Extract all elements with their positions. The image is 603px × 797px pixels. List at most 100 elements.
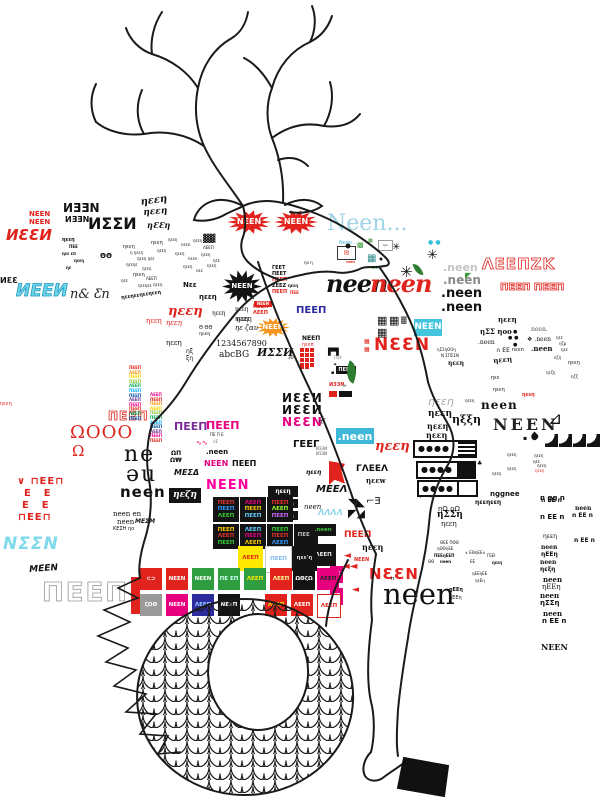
square-text: ηεε'η: [296, 555, 313, 562]
square-text: ΛΕΕΠ: [293, 601, 311, 608]
neen-logo: ΠΕΕΠ: [296, 305, 327, 316]
logo-square: ΛΕΕΠ: [244, 568, 266, 590]
neen-logo: Nεε: [183, 281, 197, 289]
neen-logo: n ΕΕ n: [542, 617, 567, 625]
neen-logo: ηεεη: [123, 244, 135, 250]
neen-logo: ●: [513, 342, 518, 348]
square-text: .neen: [314, 526, 332, 533]
neen-logo: [131, 577, 140, 614]
neen-logo: NEEN: [254, 301, 272, 307]
neen-logo: ηΕΕη: [449, 595, 462, 601]
neen-logo: ΛΕ: [213, 439, 219, 444]
neen-logo: ΠΕΕΠ: [272, 289, 288, 295]
neen-logo: ηεεη: [493, 387, 505, 393]
neen-logo: ΘΕΕ ΠΘΘ: [440, 540, 459, 545]
square-text: ΛΕΕΠ: [217, 533, 235, 540]
neen-logo: ηεεη: [543, 533, 558, 540]
neen-logo: ηεεη: [151, 240, 163, 246]
neen-logo: ΛΕΕΠ: [146, 276, 157, 281]
neen-logo: ИЕЕИ: [16, 281, 68, 301]
rainbow-row: ΠΕΕΠ: [129, 392, 142, 398]
neen-logo: ηεεη: [288, 283, 299, 288]
neen-logo: ηεεη: [166, 339, 182, 347]
neen-burst-logo: NEEN: [227, 210, 271, 234]
neen-logo: ИƐƐ: [0, 276, 18, 285]
neen-logo: ηεεη: [153, 282, 163, 287]
neen-logo: ηεεη: [146, 317, 162, 325]
neen-logo: ηζζ: [571, 374, 578, 379]
square-text: ΛΕΕΠ: [244, 539, 262, 546]
neen-logo: ΕΕ: [470, 559, 476, 564]
neen-logo: ✳: [427, 248, 438, 263]
neen-logo: ηεεη: [235, 306, 249, 313]
neen-logo: ΠΕΕηΕΕΠ: [434, 553, 455, 558]
neen-logo: ηεεη: [183, 264, 193, 269]
neen-logo: ΜΕΣΔ: [174, 468, 200, 477]
barcode-end: [457, 463, 474, 477]
neen-logo: ηεζη: [546, 370, 556, 375]
logo-square: ΩΘζΩ: [293, 568, 315, 590]
neen-logo: ηεεη ηεε: [137, 256, 155, 261]
neen-logo: ηεε: [561, 347, 568, 352]
logo-square: ΠΕ ΕΠ: [218, 568, 240, 590]
quarter-circle-tile: [573, 434, 586, 447]
neen-logo: abcBG: [219, 350, 250, 360]
neen-logo: nεεn: [188, 256, 198, 261]
neen-logo: [339, 391, 352, 397]
square-text: NEEN: [168, 601, 186, 608]
neen-logo: ▦: [377, 314, 388, 327]
neen-logo: ΓΘΥ: [334, 355, 342, 360]
neen-logo: neen: [541, 544, 558, 551]
neen-logo: ИЗЗИ: [316, 451, 328, 456]
square-text: ΩΘζΩ: [295, 575, 313, 582]
neen-logo: ηΣΣη: [437, 510, 463, 520]
neen-logo: ΝΣΣΝ: [3, 534, 59, 554]
neen-logo: ΠΕΕΠ: [174, 420, 208, 433]
logo-square: NEEN: [166, 568, 188, 590]
neen-logo: ηεεη: [426, 430, 448, 440]
neen-logo: ηεεη: [168, 237, 178, 242]
square-text: ΛΕΕΠ: [271, 539, 289, 546]
neen-logo: neen: [440, 559, 452, 564]
neen-logo: ηεεη: [441, 520, 457, 528]
neen-logo: ηεεη: [168, 304, 203, 319]
square-text: ΛΕΕΠ: [320, 602, 338, 609]
neen-logo: NEEN: [206, 478, 250, 493]
neen-logo: ηƐƐη: [147, 220, 171, 230]
square-text: ΛΕΕΠ: [194, 601, 212, 608]
barcode-dots: ●●●●: [418, 444, 450, 453]
neen-logo: ΝΕΕΝ: [493, 415, 559, 434]
neen-logo: ηεεη: [428, 395, 454, 408]
rainbow-row: ΠΕΕΠ: [129, 387, 142, 393]
rainbow-row: ΠΕΕΠ: [129, 406, 142, 412]
neen-logo: ηεεη: [535, 468, 545, 473]
neen-logo: Ω: [72, 442, 85, 460]
neen-logo: NEEN: [204, 459, 229, 468]
neen-logo: neen: [383, 577, 455, 611]
square-text: ζΩΘ: [144, 601, 158, 608]
neen-logo: ηεεη: [175, 251, 185, 256]
neen-logo: ηΣΣη: [540, 599, 560, 607]
neen-logo: ηεεη: [534, 453, 544, 458]
barcode-dots: ●●●●: [421, 465, 453, 474]
neen-logo: neen: [543, 609, 563, 618]
rainbow-row: ΛΕΕΠ: [129, 369, 141, 375]
neen-logo: ИΣΣИ: [88, 214, 137, 233]
neen-logo: ηεεη: [142, 266, 152, 271]
neen-logo: ▦: [364, 346, 370, 353]
neen-logo: ηΕΕη: [542, 583, 561, 591]
pixel-grid: [300, 348, 314, 367]
square-text: ΠΕΕΠ: [244, 506, 262, 513]
neen-logo: neen: [540, 559, 557, 566]
rainbow-row: ΠΕΕΠ: [150, 437, 163, 443]
neen-logo: ΠΕΕΠ: [344, 530, 372, 540]
neen-logo: .neen: [441, 300, 483, 315]
barcode-end: [458, 442, 475, 456]
neen-logo: ηεεη: [492, 560, 503, 565]
neen-logo: ηε ζαυ: [235, 324, 258, 332]
logo-square: NE­ΕΠ: [218, 594, 240, 616]
neen-logo: .neen: [443, 261, 478, 274]
neen-logo: ηζρ: [559, 341, 567, 346]
